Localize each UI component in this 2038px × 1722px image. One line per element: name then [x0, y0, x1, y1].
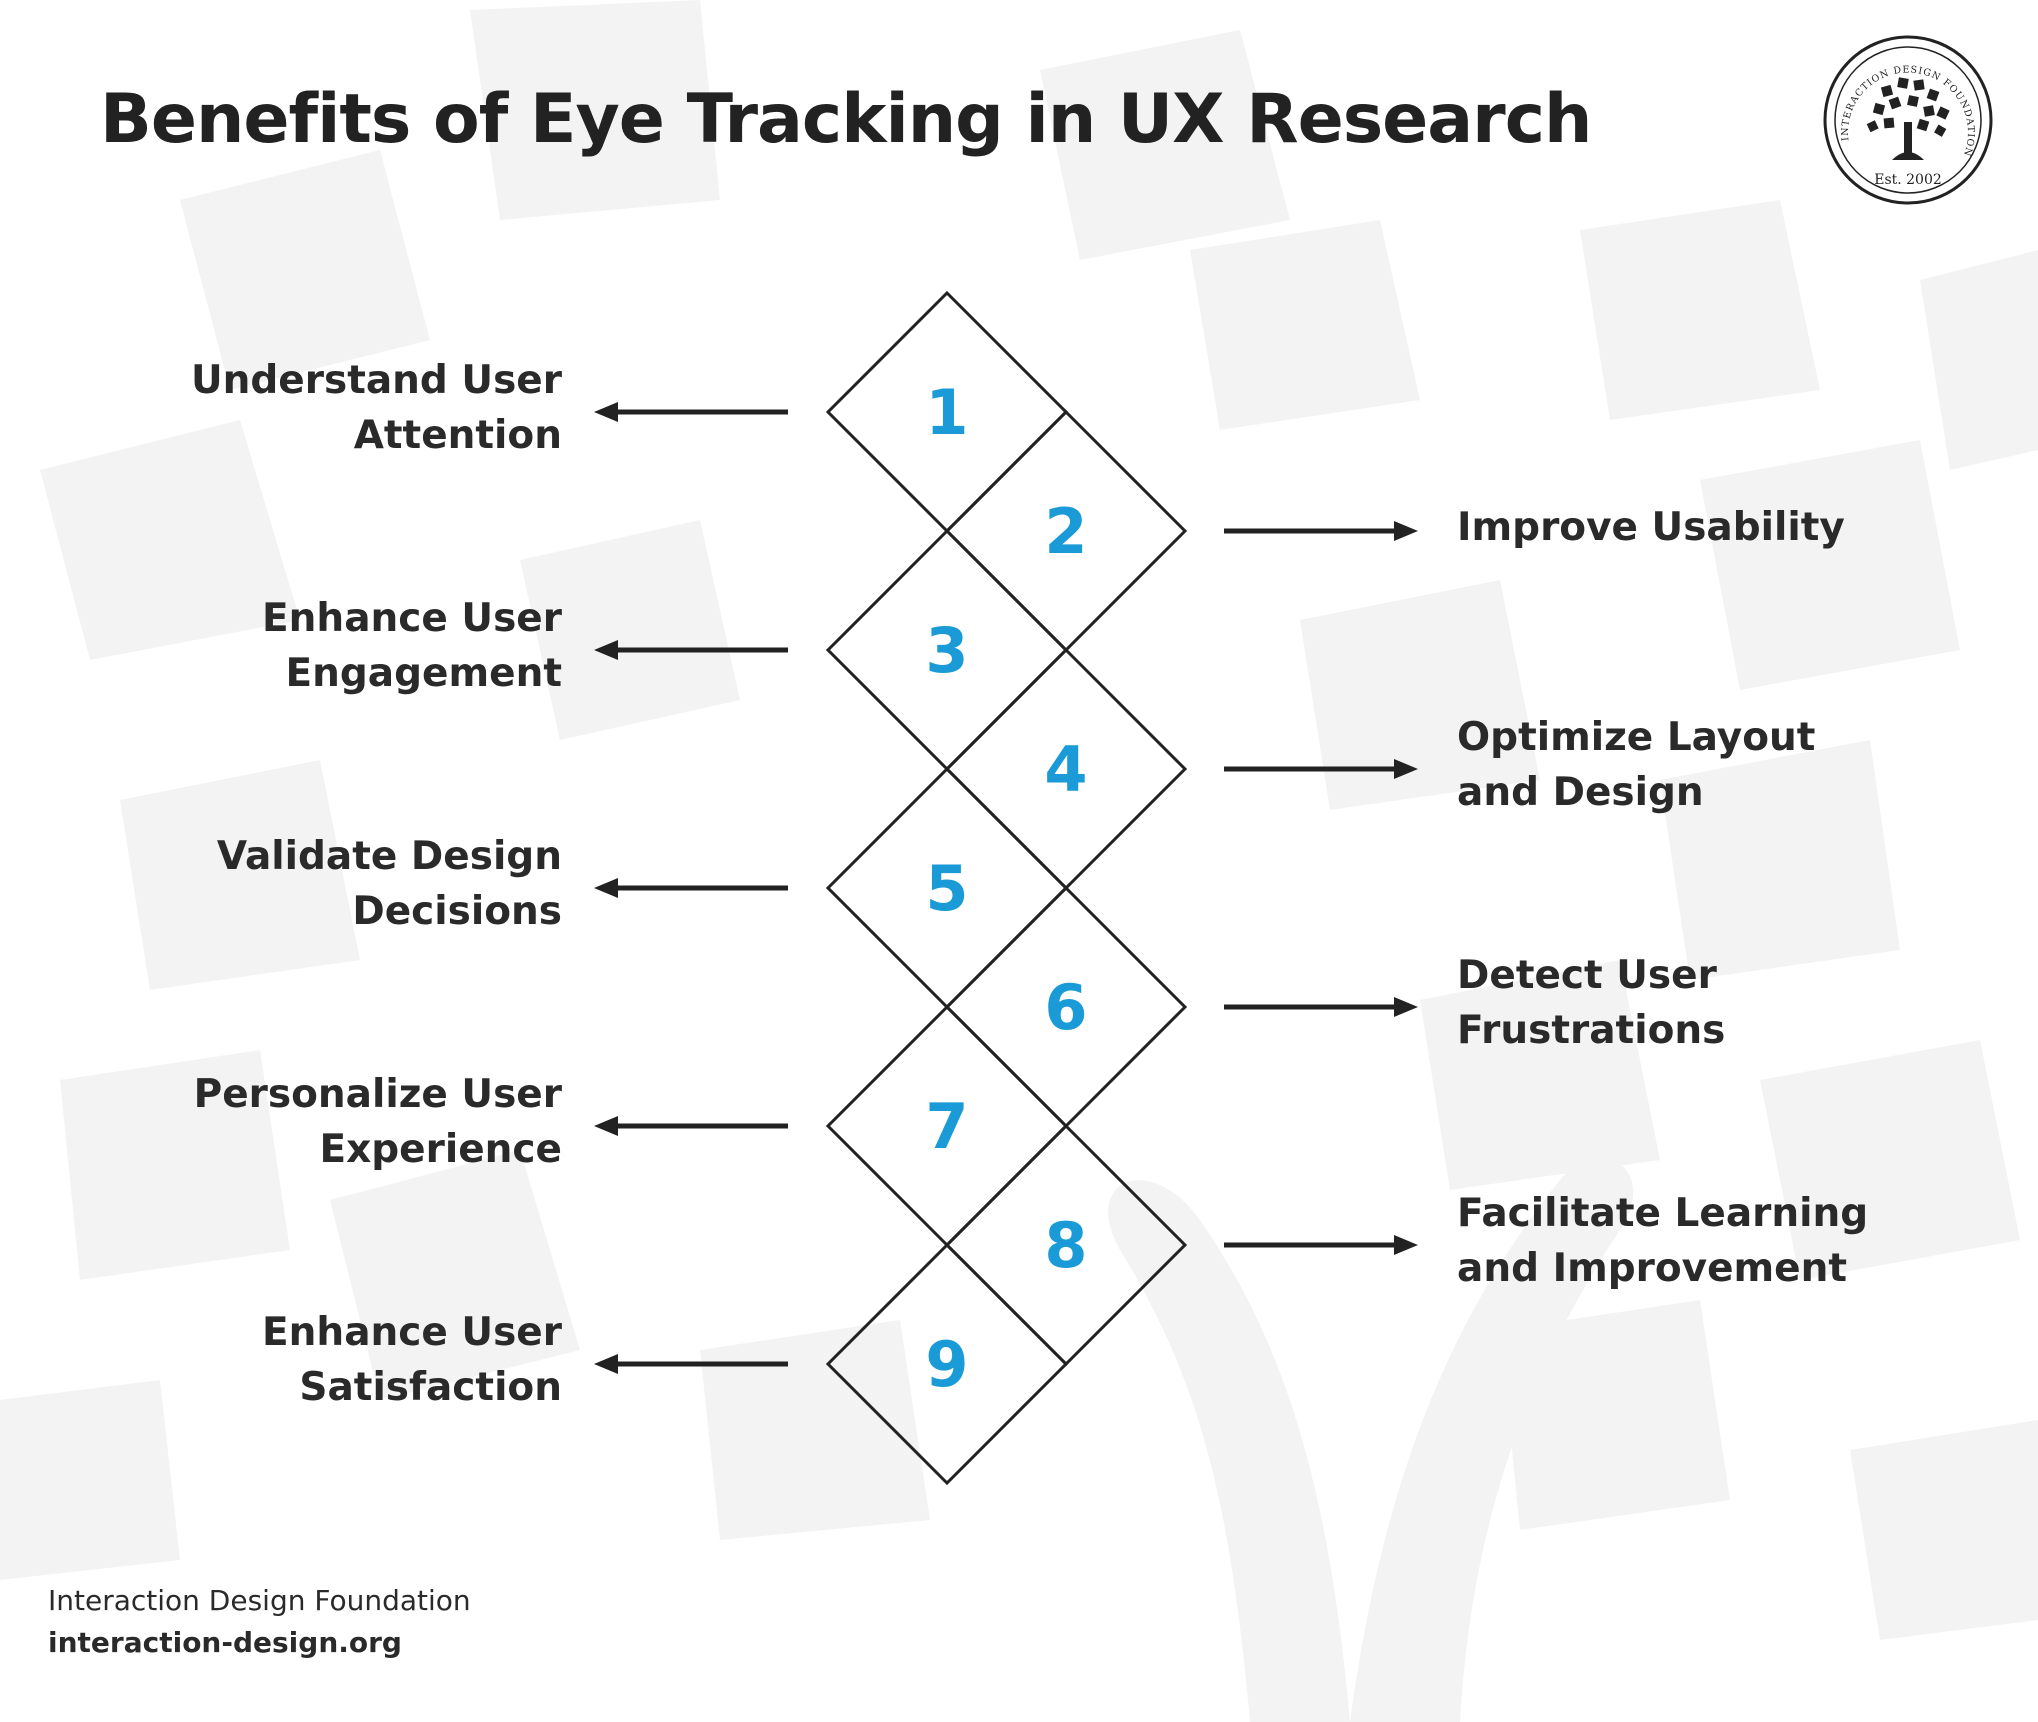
step-number-4: 4: [1044, 733, 1087, 806]
step-number-7: 7: [925, 1090, 968, 1163]
step-number-3: 3: [925, 614, 968, 687]
foundation-logo: INTERACTION DESIGN FOUNDATION Est. 2002: [1823, 35, 1993, 205]
logo-est-text: Est. 2002: [1874, 172, 1942, 188]
step-number-6: 6: [1044, 971, 1087, 1044]
step-label-3: Enhance User Engagement: [262, 596, 562, 696]
step-number-8: 8: [1044, 1209, 1087, 1282]
step-label-5: Validate Design Decisions: [216, 834, 562, 934]
footer-link[interactable]: interaction-design.org: [48, 1626, 402, 1659]
step-label-9: Enhance User Satisfaction: [262, 1310, 562, 1410]
diamond-9: [825, 1242, 1069, 1486]
step-number-5: 5: [925, 852, 968, 925]
step-number-1: 1: [925, 376, 968, 449]
step-label-2: Improve Usability: [1457, 504, 1845, 550]
step-label-7: Personalize User Experience: [193, 1072, 562, 1172]
tree-icon: [1866, 77, 1950, 160]
step-label-1: Understand User Attention: [190, 358, 562, 458]
step-label-4: Optimize Layout and Design: [1457, 715, 1816, 815]
page-title: Benefits of Eye Tracking in UX Research: [100, 80, 1592, 159]
footer-organization: Interaction Design Foundation: [48, 1584, 471, 1617]
step-number-2: 2: [1044, 495, 1087, 568]
step-label-8: Facilitate Learning and Improvement: [1457, 1191, 1869, 1291]
step-number-9: 9: [925, 1328, 968, 1401]
step-label-6: Detect User Frustrations: [1457, 953, 1726, 1053]
